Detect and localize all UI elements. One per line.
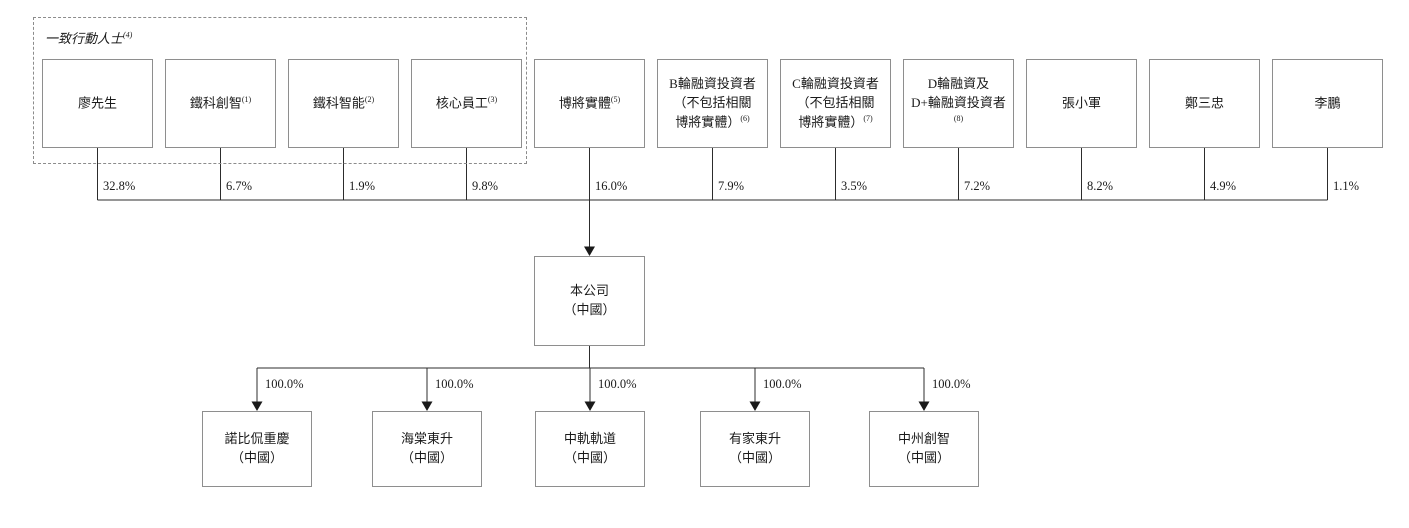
ownership-pct-label: 7.2% (964, 179, 991, 193)
shareholder-box: C輪融資投資者 （不包括相關 博將實體）(7) (780, 59, 891, 148)
footnote-sup: (1) (241, 94, 252, 104)
subsidiary-name: 有家東升 （中國） (728, 431, 781, 465)
shareholder-box: 鐵科智能(2) (288, 59, 399, 148)
group-label-text: 一致行動人士 (45, 31, 124, 46)
shareholder-name: C輪融資投資者 （不包括相關 博將實體） (792, 76, 879, 130)
shareholder-name: B輪融資投資者 （不包括相關 博將實體） (669, 76, 756, 130)
ownership-pct-label: 7.9% (718, 179, 745, 193)
subsidiary-pct-label: 100.0% (265, 377, 304, 391)
shareholder-name: 張小軍 (1061, 95, 1101, 111)
footnote-sup: (3) (487, 94, 498, 104)
shareholder-box: 鄭三忠 (1149, 59, 1260, 148)
subsidiary-pct-label: 100.0% (763, 377, 802, 391)
subsidiary-name: 海棠東升 （中國） (400, 431, 453, 465)
subsidiary-pct-label: 100.0% (435, 377, 474, 391)
subsidiary-box: 諾比侃重慶 （中國） (202, 411, 312, 487)
ownership-pct-label: 6.7% (226, 179, 253, 193)
shareholder-name: 鄭三忠 (1184, 95, 1224, 111)
subsidiary-pct-label: 100.0% (598, 377, 637, 391)
subsidiary-box: 海棠東升 （中國） (372, 411, 482, 487)
footnote-sup: (2) (364, 94, 375, 104)
subsidiary-drop-lines (256, 368, 925, 403)
shareholder-name: 李鵬 (1314, 95, 1341, 111)
shareholder-name: 鐵科創智 (189, 95, 242, 111)
acting-in-concert-group-label: 一致行動人士(4) (45, 28, 132, 47)
subsidiary-name: 諾比侃重慶 （中國） (224, 431, 290, 465)
shareholder-name: 核心員工 (435, 95, 488, 111)
ownership-pct-label: 1.1% (1333, 179, 1360, 193)
shareholder-name: 博將實體 (558, 95, 611, 111)
footnote-sup: (6) (740, 113, 750, 123)
subsidiary-name: 中軌軌道 （中國） (563, 431, 616, 465)
arrowhead-icon (584, 246, 595, 256)
ownership-pct-label: 16.0% (595, 179, 628, 193)
subsidiary-box: 中軌軌道 （中國） (535, 411, 645, 487)
shareholder-box: 廖先生 (42, 59, 153, 148)
subsidiary-name: 中州創智 （中國） (897, 431, 950, 465)
footnote-sup: (8) (953, 113, 964, 123)
subsidiary-box: 有家東升 （中國） (700, 411, 810, 487)
footnote-sup: (4) (123, 30, 133, 40)
ownership-pct-label: 9.8% (472, 179, 499, 193)
footnote-sup: (5) (610, 94, 621, 104)
shareholder-box: 李鵬 (1272, 59, 1383, 148)
shareholder-name: 廖先生 (77, 95, 117, 111)
shareholder-box: D輪融資及 D+輪融資投資者 (8) (903, 59, 1014, 148)
acting-in-concert-group-frame (33, 17, 527, 164)
shareholder-box: B輪融資投資者 （不包括相關 博將實體）(6) (657, 59, 768, 148)
shareholder-box: 核心員工(3) (411, 59, 522, 148)
ownership-pct-label: 4.9% (1210, 179, 1237, 193)
subsidiary-box: 中州創智 （中國） (869, 411, 979, 487)
company-name: 本公司 （中國） (563, 283, 616, 317)
subsidiary-pct-label: 100.0% (932, 377, 971, 391)
subsidiary-arrowhead-icons (251, 401, 930, 411)
ownership-pct-label: 8.2% (1087, 179, 1114, 193)
shareholder-name: D輪融資及 D+輪融資投資者 (911, 76, 1006, 110)
shareholder-box: 博將實體(5) (534, 59, 645, 148)
ownership-pct-label: 32.8% (103, 179, 136, 193)
shareholder-box: 張小軍 (1026, 59, 1137, 148)
shareholder-name: 鐵科智能 (312, 95, 365, 111)
shareholder-drop-lines (97, 148, 1328, 200)
ownership-pct-label: 1.9% (349, 179, 376, 193)
company-box: 本公司 （中國） (534, 256, 645, 346)
ownership-pct-label: 3.5% (841, 179, 868, 193)
footnote-sup: (7) (863, 113, 873, 123)
shareholder-box: 鐵科創智(1) (165, 59, 276, 148)
